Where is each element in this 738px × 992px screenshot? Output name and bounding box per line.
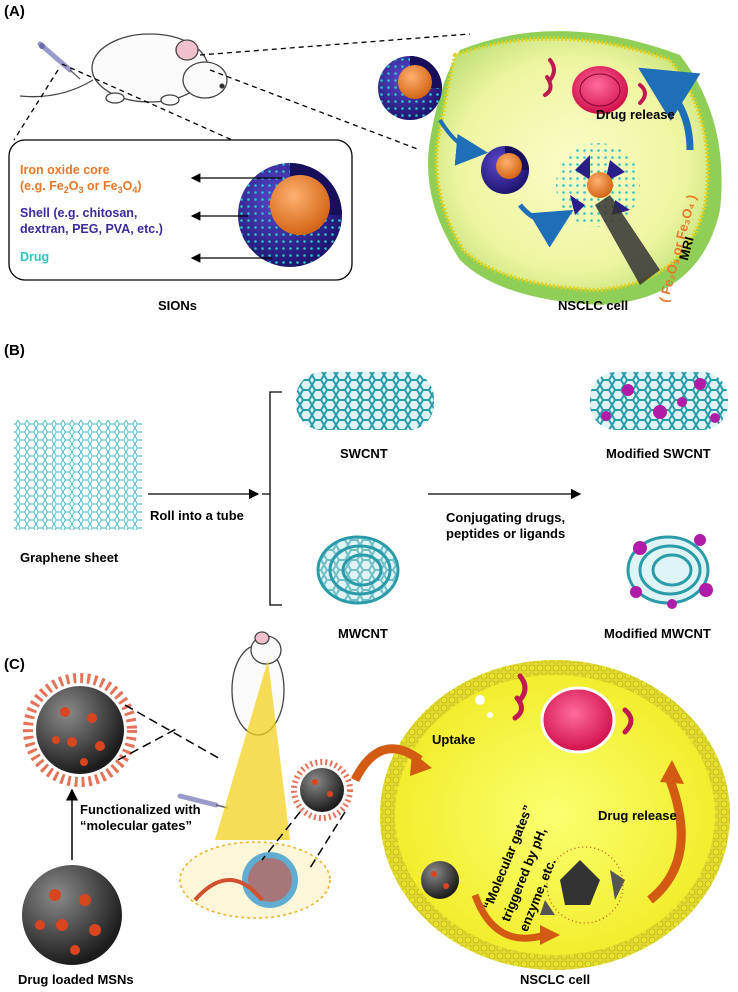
nsclc-cell-a	[428, 31, 722, 305]
sion-particle-outside	[378, 56, 442, 120]
label-drug-release-a: Drug release	[596, 107, 675, 122]
syringe-icon	[37, 41, 81, 80]
graphene-sheet	[14, 420, 142, 530]
legend-shell-line2: dextran, PEG, PVA, etc.)	[20, 222, 163, 236]
label-modified-mwcnt: Modified MWCNT	[604, 626, 711, 641]
legend-core-formula: (e.g. Fe2O3 or Fe3O4)	[20, 179, 142, 195]
label-drug-loaded-msns: Drug loaded MSNs	[18, 972, 134, 987]
label-conjugating-line2: peptides or ligands	[446, 526, 566, 541]
legend-drug: Drug	[20, 250, 50, 264]
nsclc-cell-c	[380, 660, 730, 970]
legend-shell-line1: Shell (e.g. chitosan,	[20, 206, 138, 220]
label-conjugating-line1: Conjugating drugs,	[446, 510, 566, 525]
label-modified-swcnt: Modified SWCNT	[606, 446, 711, 461]
legend-core-label: Iron oxide core	[20, 163, 110, 177]
panel-c-letter: (C)	[4, 656, 25, 673]
panel-b-art	[14, 372, 728, 609]
msn-functionalized	[23, 673, 137, 787]
label-swcnt: SWCNT	[340, 446, 388, 461]
mouse-icon	[19, 33, 228, 106]
panel-a-art	[8, 31, 722, 305]
panel-c-art	[22, 631, 730, 970]
modified-mwcnt-tube	[626, 534, 713, 609]
modified-swcnt-tube	[590, 372, 728, 430]
sion-particle-large	[238, 163, 342, 267]
msn-small	[291, 759, 353, 821]
panel-a-letter: (A)	[4, 3, 25, 20]
label-functionalized-line2: “molecular gates”	[80, 818, 192, 833]
label-nsclc-cell-c: NSCLC cell	[520, 972, 591, 987]
swcnt-tube	[296, 372, 434, 430]
label-nsclc-cell-a: NSCLC cell	[558, 298, 629, 313]
label-drug-release-c: Drug release	[598, 808, 677, 823]
label-mwcnt: MWCNT	[338, 626, 388, 641]
label-graphene-sheet: Graphene sheet	[20, 550, 119, 565]
mwcnt-tube	[316, 535, 400, 605]
tumor-lung-tissue	[179, 841, 331, 919]
label-functionalized-line1: Functionalized with	[80, 802, 201, 817]
msn-drug-loaded	[22, 865, 122, 965]
label-uptake: Uptake	[432, 732, 476, 747]
panel-b-letter: (B)	[4, 342, 25, 359]
label-sions: SIONs	[158, 298, 198, 313]
label-roll-tube: Roll into a tube	[150, 508, 244, 523]
